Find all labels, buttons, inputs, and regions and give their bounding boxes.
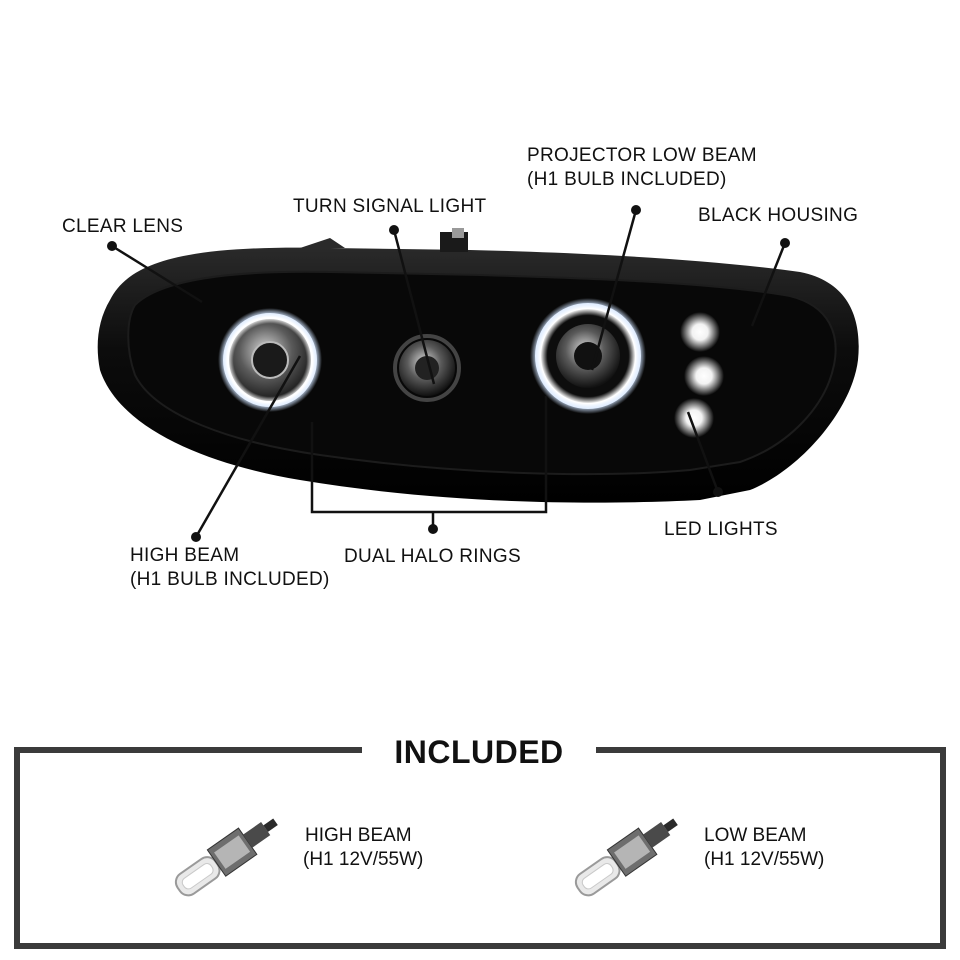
included-title: INCLUDED [362,730,596,774]
projector-low-beam-label: PROJECTOR LOW BEAM (H1 BULB INCLUDED) [527,145,757,190]
headlight-illustration [97,205,859,542]
turn-signal-label: TURN SIGNAL LIGHT [293,196,487,217]
led-lights-label: LED LIGHTS [664,519,778,540]
callout-lines [111,209,787,538]
clear-lens-label: CLEAR LENS [62,216,184,237]
high-beam-bulb-text: HIGH BEAM (H1 12V/55W) [303,825,424,870]
h1-bulb-icon [574,818,678,897]
callout-dots [107,205,790,542]
h1-bulb-icon [174,818,278,897]
high-beam-label: HIGH BEAM (H1 BULB INCLUDED) [130,545,330,590]
dual-halo-label: DUAL HALO RINGS [344,546,521,567]
black-housing-label: BLACK HOUSING [698,205,859,226]
low-beam-bulb-text: LOW BEAM (H1 12V/55W) [704,825,825,870]
